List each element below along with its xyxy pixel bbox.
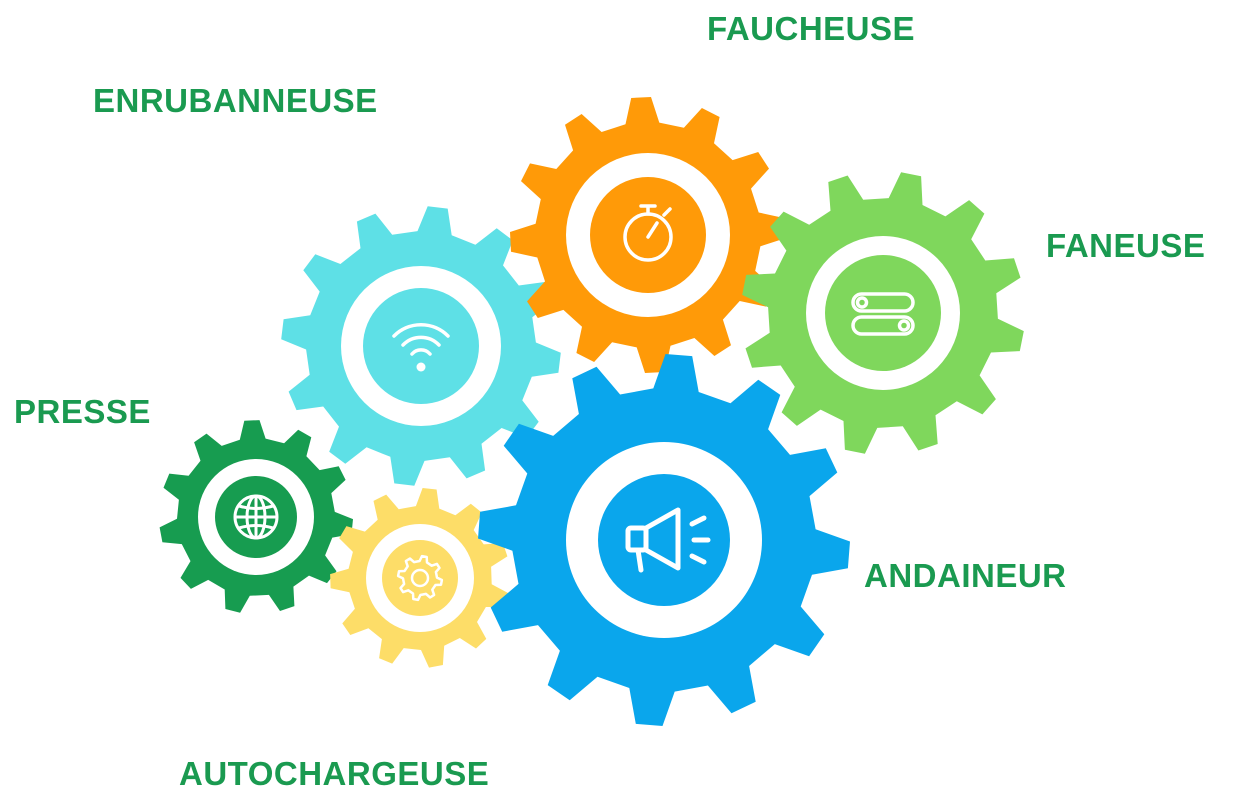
wifi-icon xyxy=(392,322,450,372)
toggle-icon xyxy=(851,292,915,336)
gear-cyan xyxy=(281,206,561,486)
cog-icon-center xyxy=(410,568,430,588)
label-enrubanneuse: ENRUBANNEUSE xyxy=(93,82,378,119)
cog-icon-outline xyxy=(396,554,444,602)
gear-yellow xyxy=(330,488,509,668)
megaphone-icon xyxy=(625,507,711,573)
label-andaineur: ANDAINEUR xyxy=(864,557,1067,594)
label-faneuse: FANEUSE xyxy=(1046,227,1206,264)
cog-icon xyxy=(396,554,444,602)
gear-hub-lightgreen xyxy=(825,255,941,371)
gear-hub-yellow xyxy=(382,540,458,616)
gear-blue xyxy=(478,354,850,726)
gear-hub-cyan xyxy=(363,288,479,404)
label-autochargeuse: AUTOCHARGEUSE xyxy=(179,755,490,792)
gear-lightgreen xyxy=(742,172,1024,454)
gear-hub-blue xyxy=(598,474,730,606)
label-faucheuse: FAUCHEUSE xyxy=(707,10,916,47)
stopwatch-icon xyxy=(623,204,673,262)
globe-icon xyxy=(233,494,279,540)
label-presse: PRESSE xyxy=(14,393,151,430)
